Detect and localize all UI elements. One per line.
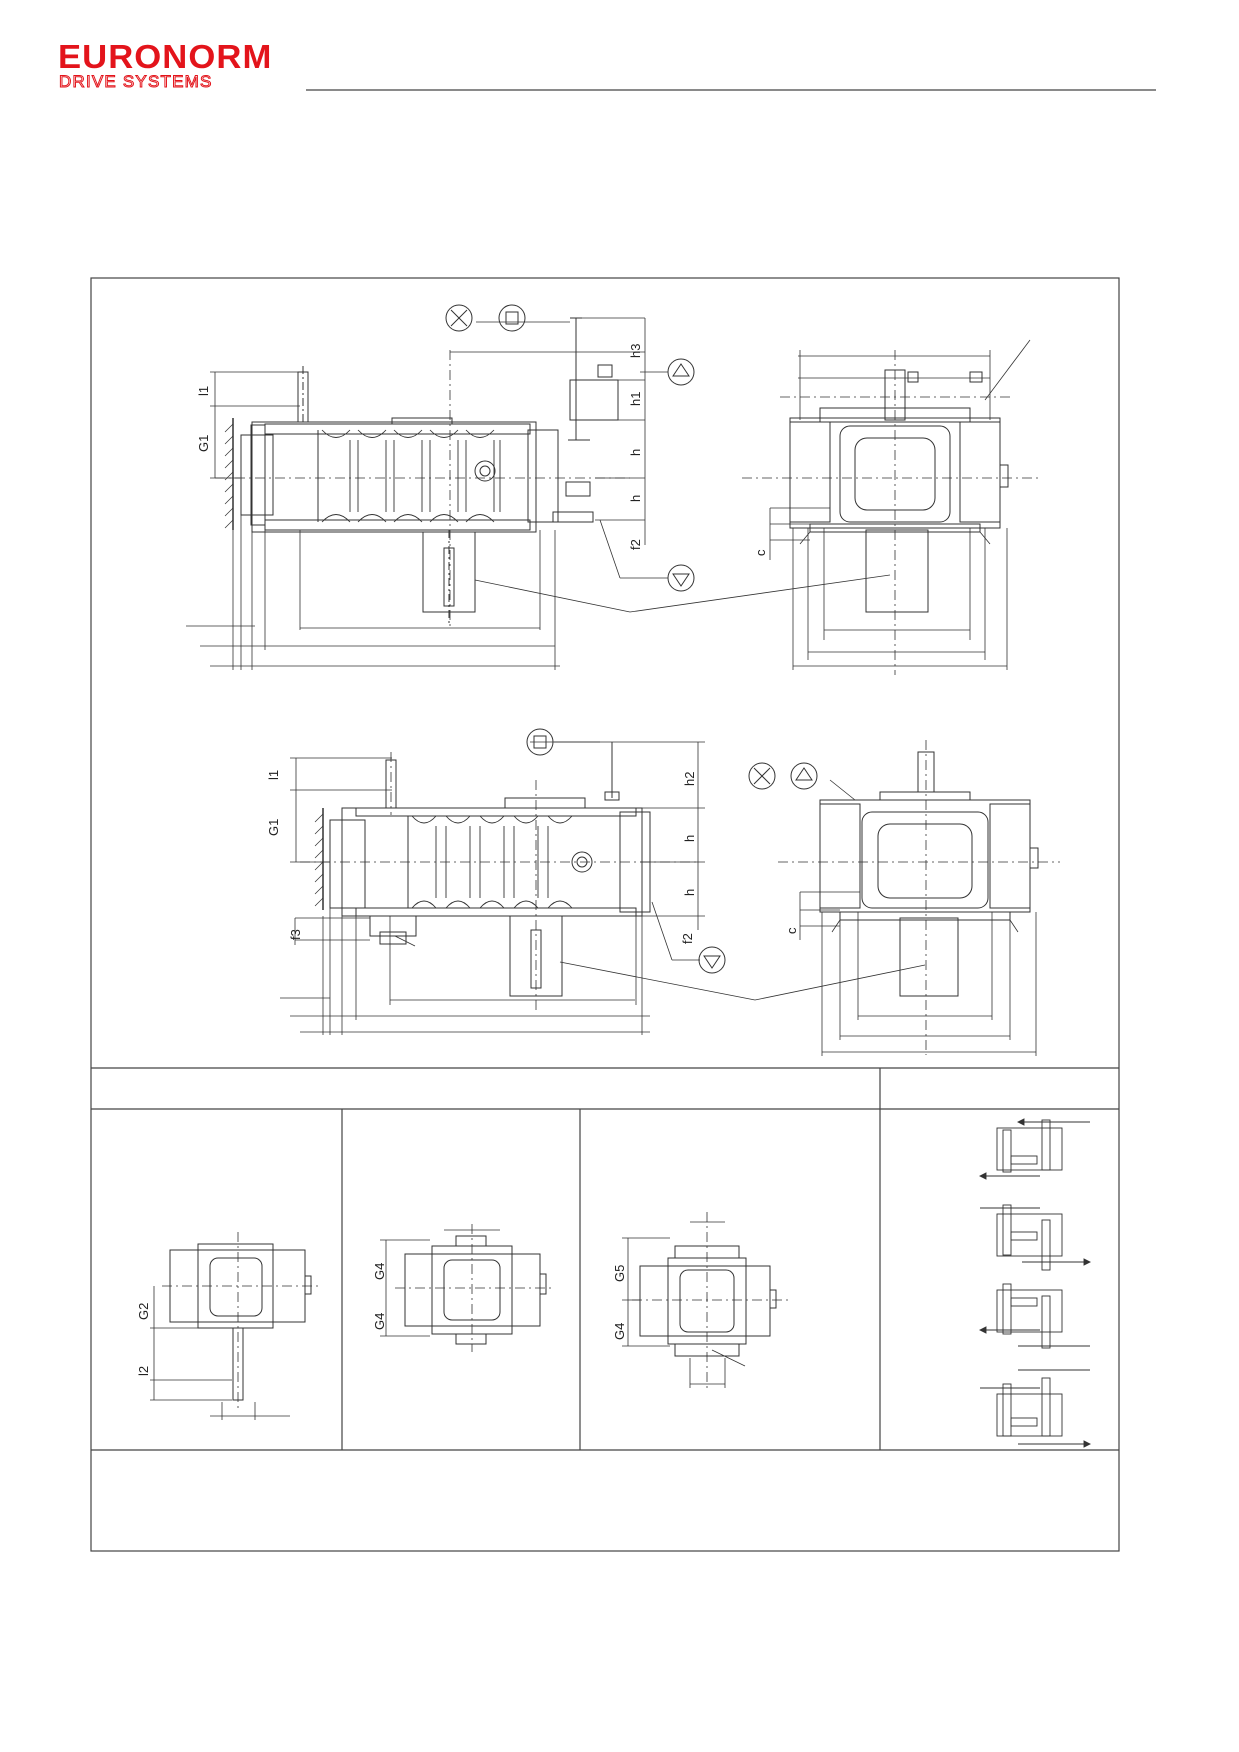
label-h-upper-b: h	[628, 495, 643, 502]
level-plug-icon	[526, 728, 554, 756]
lower-front-view	[280, 728, 926, 1035]
rotation-diagrams	[978, 1118, 1092, 1448]
oil-drain-icon	[667, 564, 695, 592]
level-plug-icon	[498, 304, 526, 332]
header-divider	[306, 89, 1156, 91]
label-h-lower-b: h	[682, 889, 697, 896]
euronorm-logo: EURONORM DRIVE SYSTEMS	[58, 40, 271, 92]
label-h-upper-a: h	[628, 449, 643, 456]
label-G5: G5	[612, 1265, 627, 1282]
label-h2-lower: h2	[682, 772, 697, 786]
rotation-diagram-2	[980, 1204, 1092, 1271]
label-f3-lower: f3	[288, 929, 303, 940]
label-h-lower-a: h	[682, 835, 697, 842]
drawing-frame	[90, 277, 1120, 1552]
variant-2-drawing	[380, 1224, 555, 1352]
label-G4-a: G4	[372, 1263, 387, 1280]
label-G1-lower: G1	[266, 819, 281, 836]
label-G4-b: G4	[372, 1313, 387, 1330]
label-G1-upper: G1	[196, 435, 211, 452]
breather-icon	[790, 762, 818, 790]
cross-mark-icon	[748, 762, 776, 790]
label-c-lower: c	[784, 927, 799, 934]
variant-3-drawing	[622, 1212, 790, 1388]
upper-front-view	[186, 304, 891, 670]
variant-1-drawing	[150, 1232, 318, 1420]
label-G4-c: G4	[612, 1323, 627, 1340]
label-h3-upper: h3	[628, 344, 643, 358]
lower-side-view	[748, 740, 1060, 1056]
breather-icon	[907, 371, 983, 383]
rotation-diagram-4	[980, 1369, 1092, 1448]
label-G2: G2	[136, 1303, 151, 1320]
rotation-diagram-1	[978, 1118, 1090, 1180]
brand-name: EURONORM	[58, 38, 273, 75]
rotation-diagram-3	[978, 1283, 1090, 1349]
dimension-labels: l1 G1 h3 h1 h h f2 c l1 G1 h2 h h f3 f2 …	[136, 344, 799, 1376]
label-l1-lower: l1	[266, 770, 281, 780]
label-f2-lower: f2	[680, 933, 695, 944]
label-f2-upper: f2	[628, 539, 643, 550]
label-l1-upper: l1	[196, 386, 211, 396]
cross-mark-icon	[445, 304, 473, 332]
upper-side-view	[742, 339, 1040, 675]
label-l2: l2	[136, 1366, 151, 1376]
brand-tagline: DRIVE SYSTEMS	[59, 72, 213, 91]
oil-drain-icon	[698, 946, 726, 974]
label-h1-upper: h1	[628, 392, 643, 406]
label-c-upper: c	[753, 549, 768, 556]
breather-icon	[667, 358, 695, 386]
